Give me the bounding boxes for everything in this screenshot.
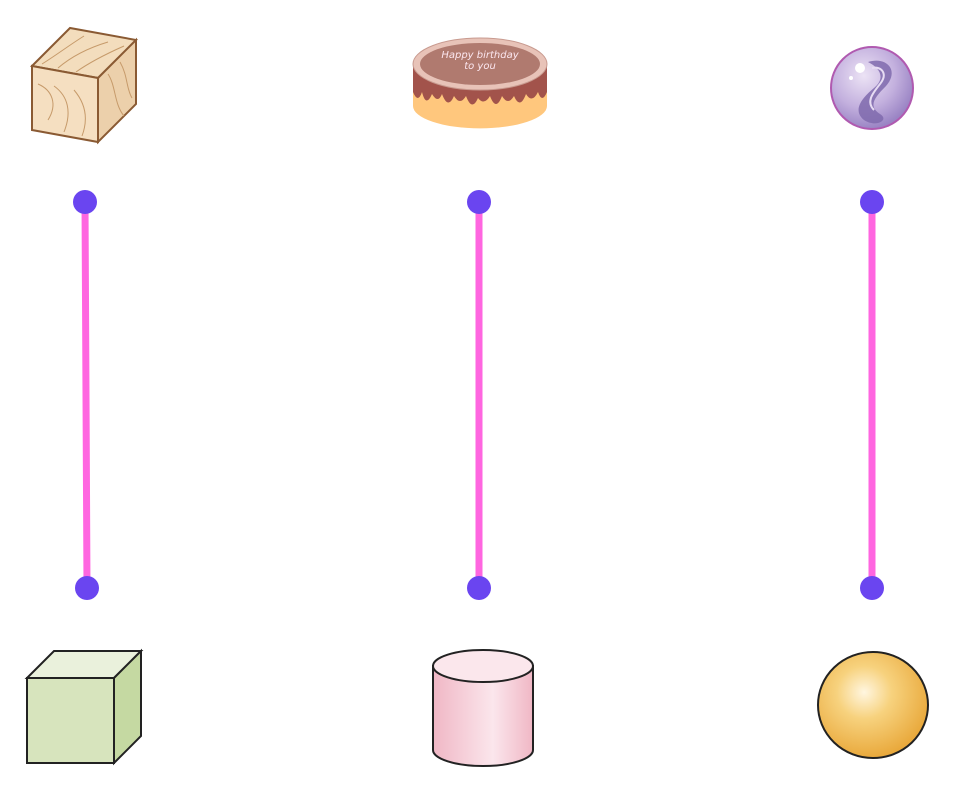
birthday-cake-icon: Happy birthday to you	[412, 37, 548, 129]
connections-group	[73, 190, 884, 600]
connection-dot-start-birthday-cake[interactable]	[467, 190, 491, 214]
connection-dot-start-marble[interactable]	[860, 190, 884, 214]
marble-item[interactable]	[828, 44, 918, 134]
birthday-cake-item[interactable]: Happy birthday to you	[410, 34, 550, 134]
wood-cube-icon	[29, 26, 139, 145]
wood-cube-item[interactable]	[28, 24, 140, 146]
orange-sphere-icon	[817, 651, 929, 759]
pink-cylinder-icon	[432, 649, 534, 767]
marble-icon	[830, 46, 914, 130]
green-cube-item[interactable]	[24, 648, 146, 768]
connection-line-wood-cube[interactable]	[81, 198, 91, 592]
orange-sphere-item[interactable]	[814, 648, 932, 760]
pink-cylinder-item[interactable]	[430, 648, 536, 770]
green-cube-icon	[24, 648, 144, 766]
connection-dot-end-pink-cylinder[interactable]	[467, 576, 491, 600]
connection-dot-end-orange-sphere[interactable]	[860, 576, 884, 600]
connection-dot-end-green-cube[interactable]	[75, 576, 99, 600]
cake-inscription-line-2: to you	[464, 61, 496, 72]
connection-dot-start-wood-cube[interactable]	[73, 190, 97, 214]
cake-inscription-line-1: Happy birthday	[441, 50, 519, 61]
